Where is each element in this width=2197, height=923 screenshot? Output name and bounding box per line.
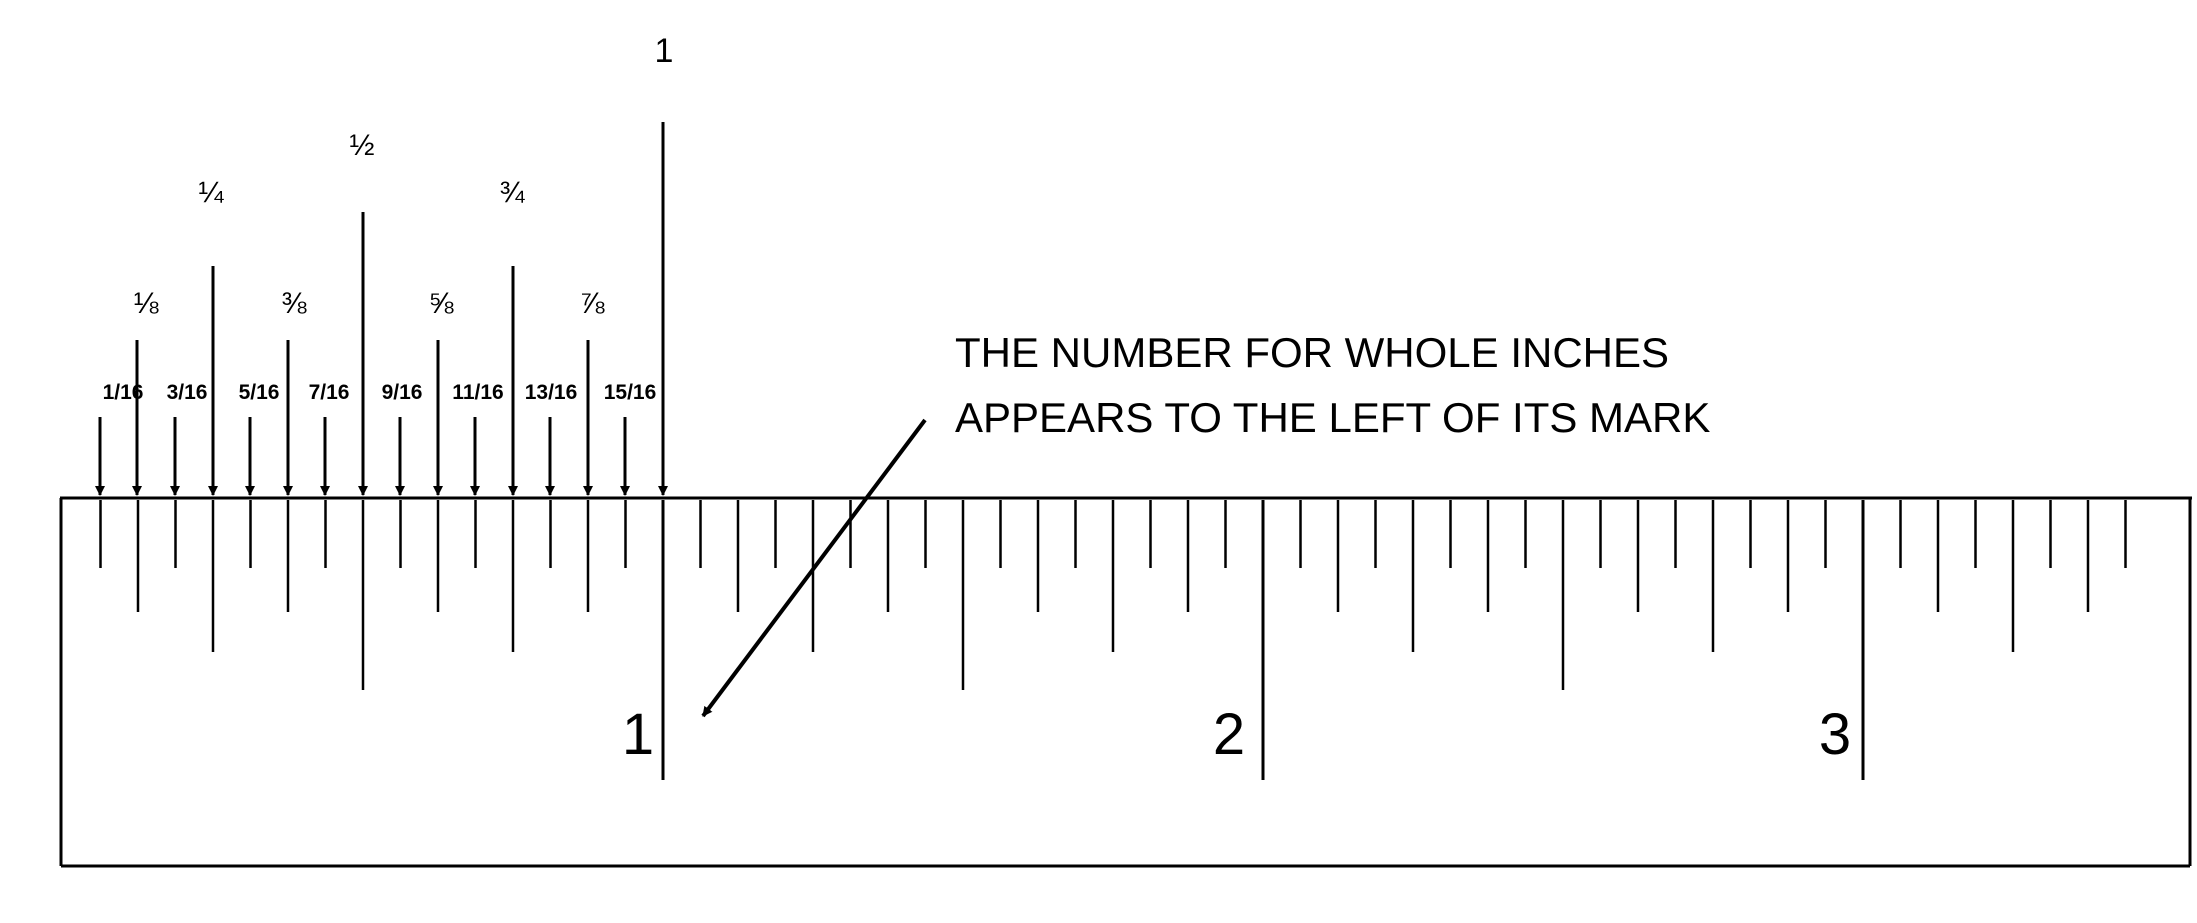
- annotation-line-1: THE NUMBER FOR WHOLE INCHES: [955, 329, 1669, 376]
- label-three-quarters: ¾: [499, 176, 525, 209]
- label-sixteenth-11: 11/16: [452, 381, 503, 404]
- ruler-body: [59, 496, 2192, 868]
- label-sixteenth-5: 5/16: [239, 381, 280, 404]
- annotation-arrow: [701, 418, 927, 718]
- inch-number-3: 3: [1819, 702, 1851, 767]
- inch-number-2: 2: [1213, 702, 1245, 767]
- label-sixteenth-15: 15/16: [604, 381, 657, 404]
- fraction-labels: 1 ½ ¼ ¾ ⅛ ⅜ ⅝ ⅞ 1/16 3/16 5/16 7/16 9/16…: [103, 32, 674, 404]
- label-half: ½: [349, 129, 374, 162]
- label-whole-inch: 1: [655, 32, 674, 70]
- annotation: THE NUMBER FOR WHOLE INCHES APPEARS TO T…: [701, 329, 1710, 718]
- label-sixteenth-9: 9/16: [382, 381, 423, 404]
- label-sixteenth-13: 13/16: [525, 381, 578, 404]
- ruler-ticks: [99, 500, 2127, 780]
- annotation-line-2: APPEARS TO THE LEFT OF ITS MARK: [955, 394, 1710, 441]
- label-sixteenth-1: 1/16: [103, 381, 144, 404]
- label-eighth-1: ⅛: [133, 287, 159, 320]
- label-quarter: ¼: [198, 176, 224, 209]
- label-eighth-7: ⅞: [579, 287, 605, 320]
- label-eighth-5: ⅝: [428, 287, 454, 320]
- fraction-pointers: [95, 122, 668, 496]
- label-sixteenth-7: 7/16: [309, 381, 350, 404]
- label-sixteenth-3: 3/16: [167, 381, 208, 404]
- inch-number-1: 1: [622, 702, 654, 767]
- label-eighth-3: ⅜: [281, 287, 307, 320]
